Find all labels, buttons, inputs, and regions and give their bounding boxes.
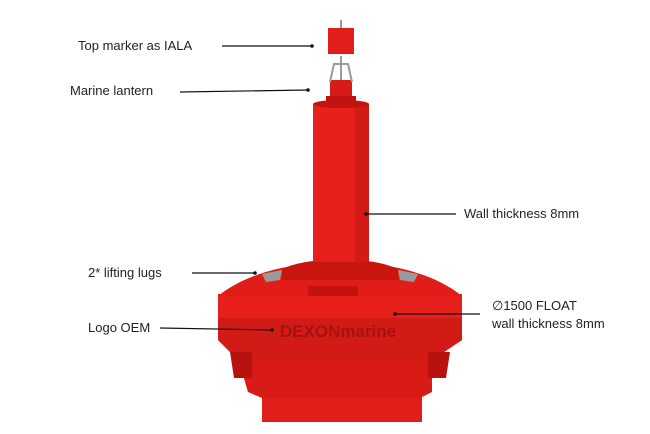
top-marker [328, 28, 354, 54]
fender-right [428, 352, 450, 378]
collar [282, 259, 398, 280]
label-lifting-lugs: 2* lifting lugs [88, 265, 162, 280]
label-top-marker: Top marker as IALA [78, 38, 193, 53]
lifting-lug-right [398, 270, 418, 282]
lantern-ring [326, 96, 356, 102]
lifting-lug-left [262, 270, 282, 282]
label-marine-lantern: Marine lantern [70, 83, 154, 98]
float-shade [218, 318, 462, 360]
leader-marine-lantern [179, 89, 309, 93]
label-wall-thickness: Wall thickness 8mm [464, 206, 580, 221]
fender-left [230, 352, 252, 378]
tower-column-shade [355, 104, 369, 262]
label-logo-oem: Logo OEM [88, 320, 151, 335]
deck-hatch [308, 286, 358, 296]
logo-text: DEXONmarine [280, 322, 396, 341]
hull-lower-band [238, 358, 432, 398]
label-float-size: ∅1500 FLOAT [492, 298, 577, 313]
leader-logo-oem [159, 327, 273, 331]
label-float-wall: wall thickness 8mm [492, 316, 605, 331]
